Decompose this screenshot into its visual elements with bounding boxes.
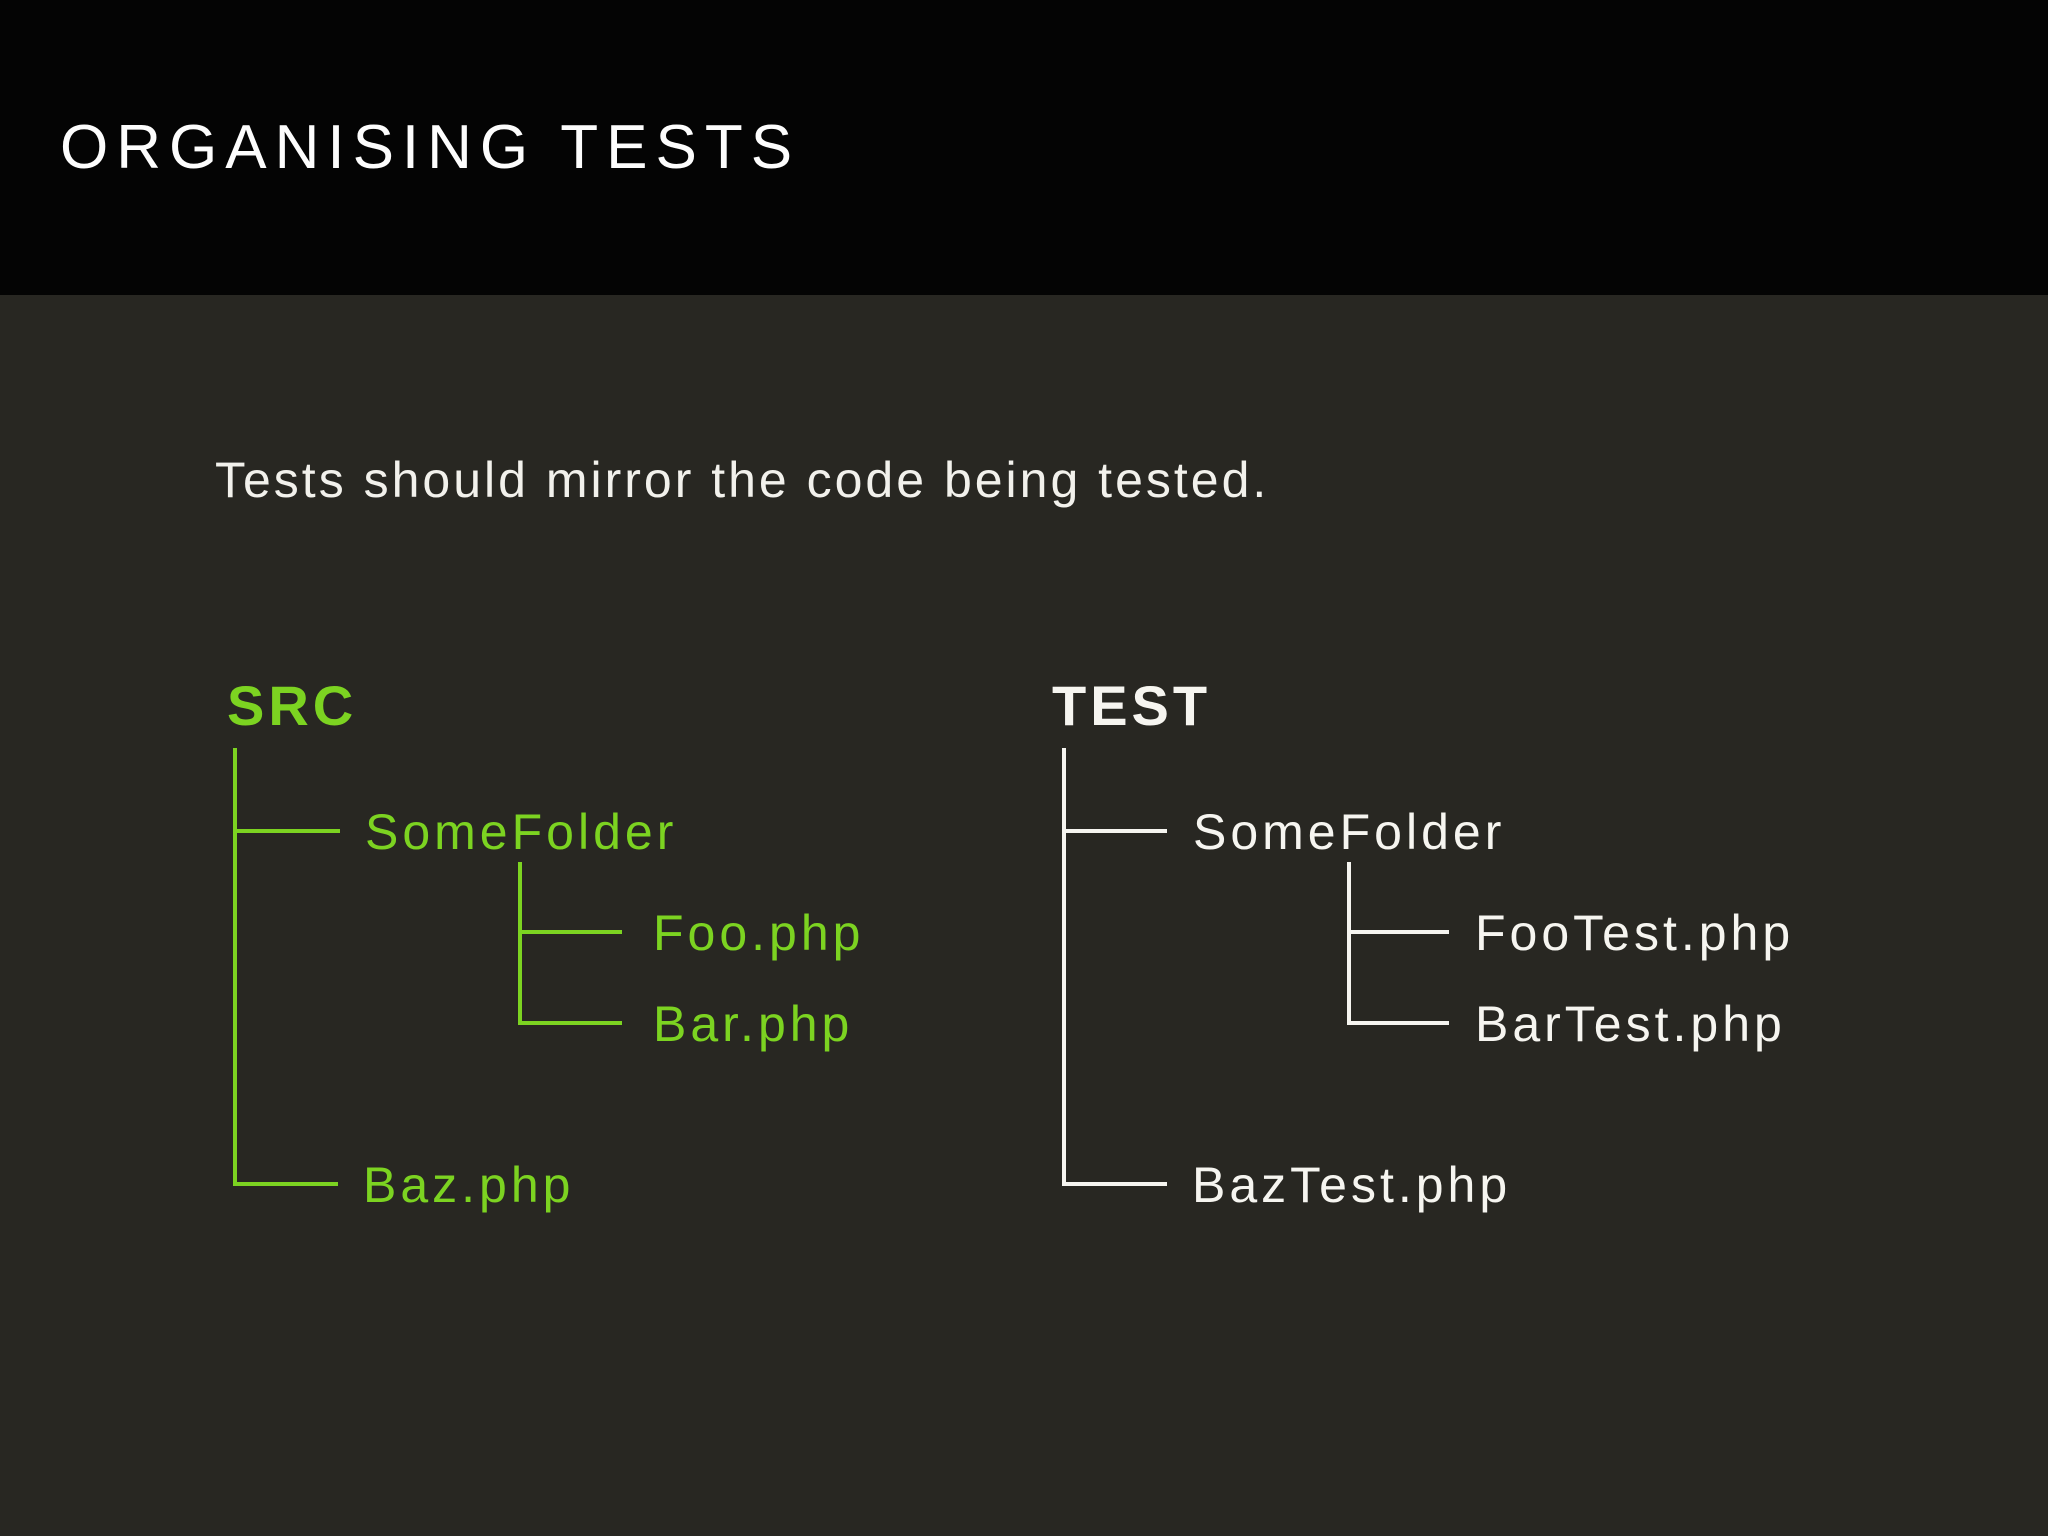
test-tree-trunk-line bbox=[1062, 748, 1066, 1186]
test-footest-label: FooTest.php bbox=[1475, 905, 1795, 961]
src-baz-branch-line bbox=[235, 1182, 338, 1186]
slide-subtitle: Tests should mirror the code being teste… bbox=[215, 452, 1270, 508]
src-foo-branch-line bbox=[520, 930, 622, 934]
test-somefolder-branch-line bbox=[1064, 829, 1167, 833]
src-tree-trunk-line bbox=[233, 748, 237, 1186]
test-tree-root-label: TEST bbox=[1052, 674, 1212, 737]
src-tree-root-label: SRC bbox=[227, 674, 358, 737]
src-bar-branch-line bbox=[520, 1021, 622, 1025]
test-baztest-branch-line bbox=[1064, 1182, 1167, 1186]
test-bartest-branch-line bbox=[1349, 1021, 1449, 1025]
test-bartest-label: BarTest.php bbox=[1475, 996, 1786, 1052]
src-somefolder-trunk-line bbox=[518, 862, 522, 1025]
src-bar-label: Bar.php bbox=[653, 996, 854, 1052]
test-somefolder-trunk-line bbox=[1347, 862, 1351, 1025]
test-footest-branch-line bbox=[1349, 930, 1449, 934]
slide-header-band: ORGANISING TESTS bbox=[0, 0, 2048, 295]
src-somefolder-branch-line bbox=[235, 829, 340, 833]
slide-title: ORGANISING TESTS bbox=[60, 113, 801, 182]
src-baz-label: Baz.php bbox=[363, 1157, 575, 1213]
src-foo-label: Foo.php bbox=[653, 905, 865, 961]
src-somefolder-label: SomeFolder bbox=[365, 804, 678, 860]
test-somefolder-label: SomeFolder bbox=[1193, 804, 1506, 860]
test-baztest-label: BazTest.php bbox=[1192, 1157, 1512, 1213]
